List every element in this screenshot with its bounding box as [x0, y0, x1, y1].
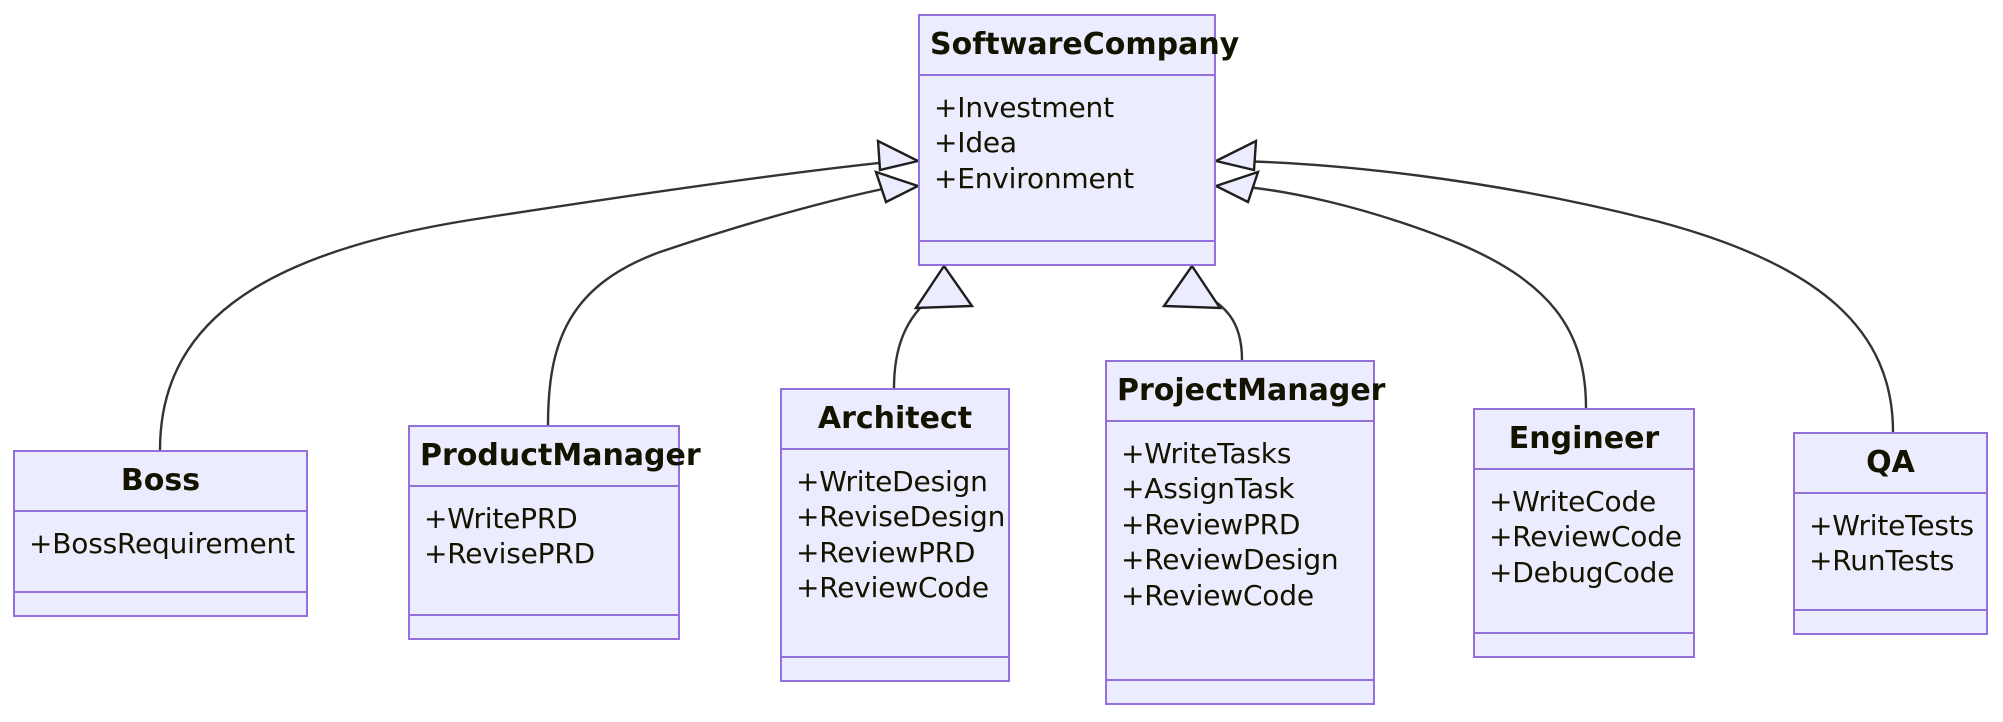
class-methods-product-manager — [410, 616, 678, 638]
class-member: +Investment — [934, 90, 1114, 124]
inheritance-arrowhead-qa — [1212, 138, 1258, 172]
class-title-project-manager: ProjectManager — [1107, 362, 1385, 422]
class-attributes-qa: +WriteTests +RunTests — [1795, 494, 1986, 611]
inheritance-arrowhead-architect — [913, 263, 975, 310]
inheritance-arrowhead-project-manager — [1161, 263, 1223, 310]
class-member: +ReviewCode — [796, 571, 989, 605]
class-methods-engineer — [1475, 634, 1693, 656]
class-methods-software-company — [920, 242, 1214, 264]
class-node-architect[interactable]: Architect +WriteDesign +ReviseDesign +Re… — [780, 388, 1010, 682]
inheritance-arrowhead-product-manager — [874, 170, 922, 204]
class-node-product-manager[interactable]: ProductManager +WritePRD +RevisePRD — [408, 425, 701, 640]
edge-architect-to-software-company — [892, 289, 941, 389]
inheritance-arrowhead-engineer — [1212, 170, 1260, 204]
class-attributes-boss: +BossRequirement — [15, 512, 306, 593]
class-member: +Environment — [934, 161, 1134, 195]
class-title-architect: Architect — [782, 390, 1008, 450]
class-member: +WritePRD — [424, 501, 578, 535]
class-methods-project-manager — [1107, 681, 1373, 703]
class-methods-architect — [782, 658, 1008, 680]
class-member: +ReviewDesign — [1121, 543, 1339, 577]
class-member: +ReviewCode — [1121, 578, 1314, 612]
class-member: +WriteTests — [1809, 508, 1974, 542]
class-member: +RunTests — [1809, 544, 1955, 578]
class-node-engineer[interactable]: Engineer +WriteCode +ReviewCode +DebugCo… — [1473, 408, 1695, 658]
inheritance-arrowhead-boss — [876, 138, 922, 172]
class-member: +Idea — [934, 126, 1017, 160]
class-member: +WriteCode — [1489, 484, 1657, 518]
class-methods-qa — [1795, 611, 1986, 633]
class-member: +RevisePRD — [424, 537, 595, 571]
class-attributes-project-manager: +WriteTasks +AssignTask +ReviewPRD +Revi… — [1107, 422, 1373, 681]
class-member: +ReviseDesign — [796, 500, 1006, 534]
class-node-project-manager[interactable]: ProjectManager +WriteTasks +AssignTask +… — [1105, 360, 1385, 705]
class-member: +BossRequirement — [29, 526, 295, 560]
class-member: +AssignTask — [1121, 472, 1295, 506]
class-methods-boss — [15, 593, 306, 615]
class-title-qa: QA — [1795, 434, 1986, 494]
edge-project-manager-to-software-company — [1195, 288, 1244, 361]
class-node-qa[interactable]: QA +WriteTests +RunTests — [1793, 432, 1988, 635]
class-member: +WriteDesign — [796, 464, 988, 498]
class-node-boss[interactable]: Boss +BossRequirement — [13, 450, 308, 617]
class-node-software-company[interactable]: SoftwareCompany +Investment +Idea +Envir… — [918, 14, 1239, 266]
class-member: +ReviewCode — [1489, 520, 1682, 554]
class-attributes-engineer: +WriteCode +ReviewCode +DebugCode — [1475, 470, 1693, 634]
class-member: +DebugCode — [1489, 555, 1675, 589]
class-title-product-manager: ProductManager — [410, 427, 701, 487]
class-title-boss: Boss — [15, 452, 306, 512]
class-member: +ReviewPRD — [796, 535, 976, 569]
class-attributes-product-manager: +WritePRD +RevisePRD — [410, 487, 678, 616]
class-attributes-software-company: +Investment +Idea +Environment — [920, 76, 1214, 242]
class-attributes-architect: +WriteDesign +ReviseDesign +ReviewPRD +R… — [782, 450, 1008, 658]
class-title-software-company: SoftwareCompany — [920, 16, 1239, 76]
class-member: +WriteTasks — [1121, 436, 1292, 470]
class-title-engineer: Engineer — [1475, 410, 1693, 470]
class-member: +ReviewPRD — [1121, 507, 1301, 541]
